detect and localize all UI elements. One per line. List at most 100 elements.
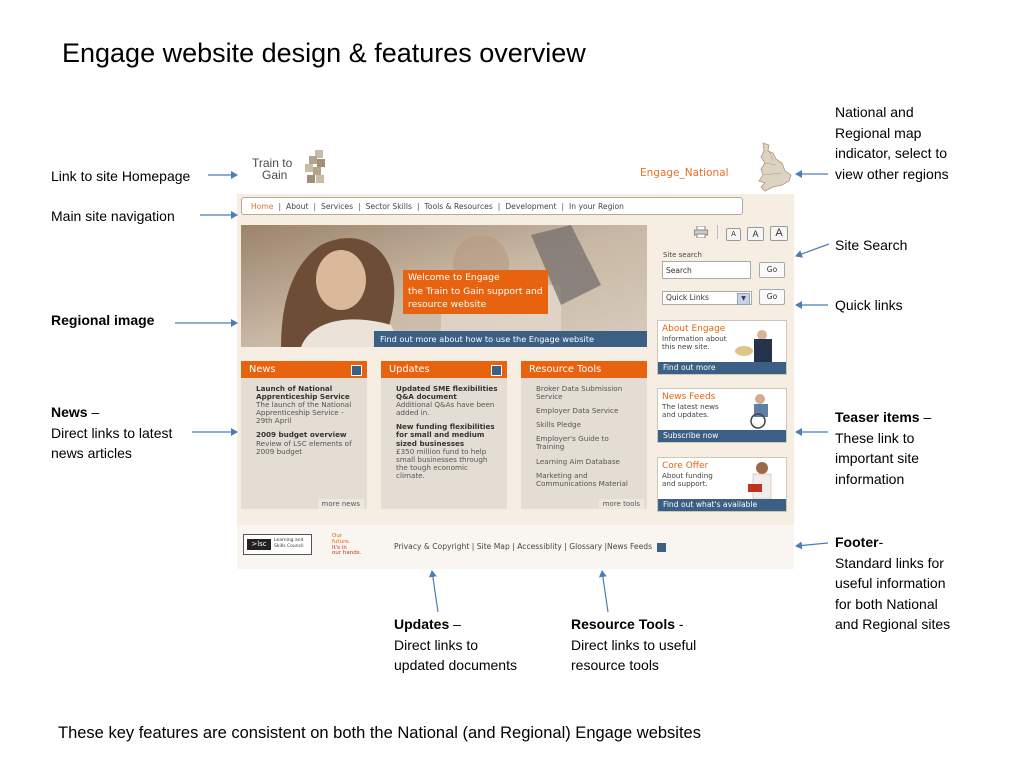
nav-separator: | xyxy=(416,202,420,211)
tool-link[interactable]: Employer Data Service xyxy=(536,406,619,416)
nav-separator: | xyxy=(497,202,501,211)
hero-line1: Welcome to Engage xyxy=(408,272,500,283)
news-header: News xyxy=(241,361,367,378)
teaser-title: Core Offer xyxy=(662,461,709,471)
businesswoman-photo xyxy=(748,462,772,499)
quick-links-go-button[interactable]: Go xyxy=(759,289,785,305)
tool-link[interactable]: Learning Aim Database xyxy=(536,456,620,466)
teaser-news-feeds[interactable]: News Feeds The latest news and updates. … xyxy=(657,388,787,443)
site-search-label: Site search xyxy=(663,251,702,259)
search-go-button[interactable]: Go xyxy=(759,262,785,278)
print-icon[interactable] xyxy=(694,226,708,238)
resource-tools-list: Broker Data Submission Service Employer … xyxy=(521,378,647,488)
footer-separator: | xyxy=(604,542,608,551)
chevron-down-icon: ▼ xyxy=(737,293,750,305)
callout-map-line1: National and xyxy=(835,104,914,120)
footer-link-glossary[interactable]: Glossary xyxy=(569,542,603,551)
update-item-text: Additional Q&As have been added in. xyxy=(396,400,495,418)
footer-link-sitemap[interactable]: Site Map xyxy=(476,542,510,551)
nav-home[interactable]: Home xyxy=(251,202,274,211)
nav-services[interactable]: Services xyxy=(321,202,354,211)
teaser-link[interactable]: Subscribe now xyxy=(658,430,786,442)
logo-line2: Gain xyxy=(262,168,288,182)
footer-separator: | xyxy=(512,542,515,551)
callout-homepage: Link to site Homepage xyxy=(51,168,191,184)
callout-teaser: Teaser items – These link to important s… xyxy=(835,407,931,489)
text-size-small-button[interactable]: A xyxy=(726,228,741,241)
callout-news: News – Direct links to latest news artic… xyxy=(51,402,172,464)
nav-development[interactable]: Development xyxy=(505,202,557,211)
news-list: Launch of National Apprenticeship Servic… xyxy=(241,378,367,456)
footer-link-accessibility[interactable]: Accessiblity xyxy=(517,542,562,551)
site-search-input[interactable]: Search xyxy=(662,261,751,279)
nav-separator: | xyxy=(313,202,317,211)
nav-in-your-region[interactable]: In your Region xyxy=(569,202,624,211)
callout-tools-line3: resource tools xyxy=(571,657,659,673)
hero-find-out-link[interactable]: Find out more about how to use the Engag… xyxy=(374,331,647,347)
text-size-medium-button[interactable]: A xyxy=(747,227,764,241)
updates-title: Updates xyxy=(389,364,430,375)
teaser-link[interactable]: Find out what's available xyxy=(658,499,786,511)
logo-line1: Train to xyxy=(252,156,293,170)
slide-footer-note: These key features are consistent on bot… xyxy=(58,724,701,742)
nav-sector-skills[interactable]: Sector Skills xyxy=(365,202,412,211)
teaser-text: Information about this new site. xyxy=(662,334,727,352)
callout-teaser-line3: important site xyxy=(835,450,920,466)
callout-tools-line2: Direct links to useful xyxy=(571,636,697,653)
rss-icon[interactable] xyxy=(491,365,502,376)
more-news-link[interactable]: more news xyxy=(317,499,364,509)
tools-divider xyxy=(717,225,718,239)
callout-tools-dash: - xyxy=(675,616,684,632)
footer-link-privacy[interactable]: Privacy & Copyright xyxy=(394,542,470,551)
callout-news-line2: Direct links to latest xyxy=(51,424,173,441)
future-line2: future. xyxy=(332,538,351,545)
nav-tools-resources[interactable]: Tools & Resources xyxy=(424,202,493,211)
update-item[interactable]: New funding flexibilities for small and … xyxy=(396,423,499,480)
teaser-text: About funding and support. xyxy=(662,471,713,489)
quick-links-select[interactable]: Quick Links ▼ xyxy=(662,291,752,305)
more-tools-link[interactable]: more tools xyxy=(598,499,644,509)
update-item-title: Updated SME flexibilities Q&A document xyxy=(396,384,498,402)
tool-link[interactable]: Employer's Guide to Training xyxy=(536,434,609,452)
news-item-title: Launch of National Apprenticeship Servic… xyxy=(256,384,350,402)
lsc-logo[interactable]: >lsc Learning and Skills Council xyxy=(243,534,312,555)
tool-link[interactable]: Marketing and Communications Material xyxy=(536,470,628,488)
teaser-about-engage[interactable]: About Engage Information about this new … xyxy=(657,320,787,375)
hero-photo xyxy=(241,225,647,347)
callout-footer-line2: Standard links for xyxy=(835,554,944,571)
footer-link-news-feeds[interactable]: News Feeds xyxy=(607,542,653,551)
callout-map-line2: Regional map xyxy=(835,124,922,141)
tool-link[interactable]: Skills Pledge xyxy=(536,420,582,430)
site-header: Train to Gain Engage_National xyxy=(237,137,794,194)
website-screenshot: Train to Gain Engage_National Home | About… xyxy=(237,137,794,569)
tool-link[interactable]: Broker Data Submission Service xyxy=(536,384,623,402)
callout-resource-tools: Resource Tools - Direct links to useful … xyxy=(571,614,696,676)
teaser-title: News Feeds xyxy=(662,392,716,402)
teaser-core-offer[interactable]: Core Offer About funding and support. Fi… xyxy=(657,457,787,512)
teaser-text: The latest news and updates. xyxy=(662,402,719,420)
callout-footer-title: Footer xyxy=(835,534,879,550)
teaser-link[interactable]: Find out more xyxy=(658,362,786,374)
callout-teaser-line4: information xyxy=(835,470,905,487)
train-to-gain-logo[interactable]: Train to Gain xyxy=(252,157,292,181)
callout-site-search: Site Search xyxy=(835,237,908,253)
uk-map-icon[interactable] xyxy=(749,141,794,193)
callout-teaser-dash: – xyxy=(919,409,932,425)
text-size-large-button[interactable]: A xyxy=(770,226,788,241)
news-item[interactable]: Launch of National Apprenticeship Servic… xyxy=(256,384,359,425)
arrow-updates xyxy=(428,570,439,613)
callout-tools-title: Resource Tools xyxy=(571,616,675,632)
callout-updates-line2: Direct links to xyxy=(394,636,479,653)
callout-news-title: News xyxy=(51,404,88,420)
callout-updates-title: Updates xyxy=(394,616,450,632)
resource-tools-title: Resource Tools xyxy=(529,364,602,375)
rss-icon[interactable] xyxy=(657,542,667,552)
callout-regional-image: Regional image xyxy=(51,312,155,328)
hero-welcome-banner: Welcome to Engage the Train to Gain supp… xyxy=(403,270,548,314)
rss-icon[interactable] xyxy=(351,365,362,376)
nav-about[interactable]: About xyxy=(286,202,309,211)
callout-updates-dash: – xyxy=(449,616,461,632)
